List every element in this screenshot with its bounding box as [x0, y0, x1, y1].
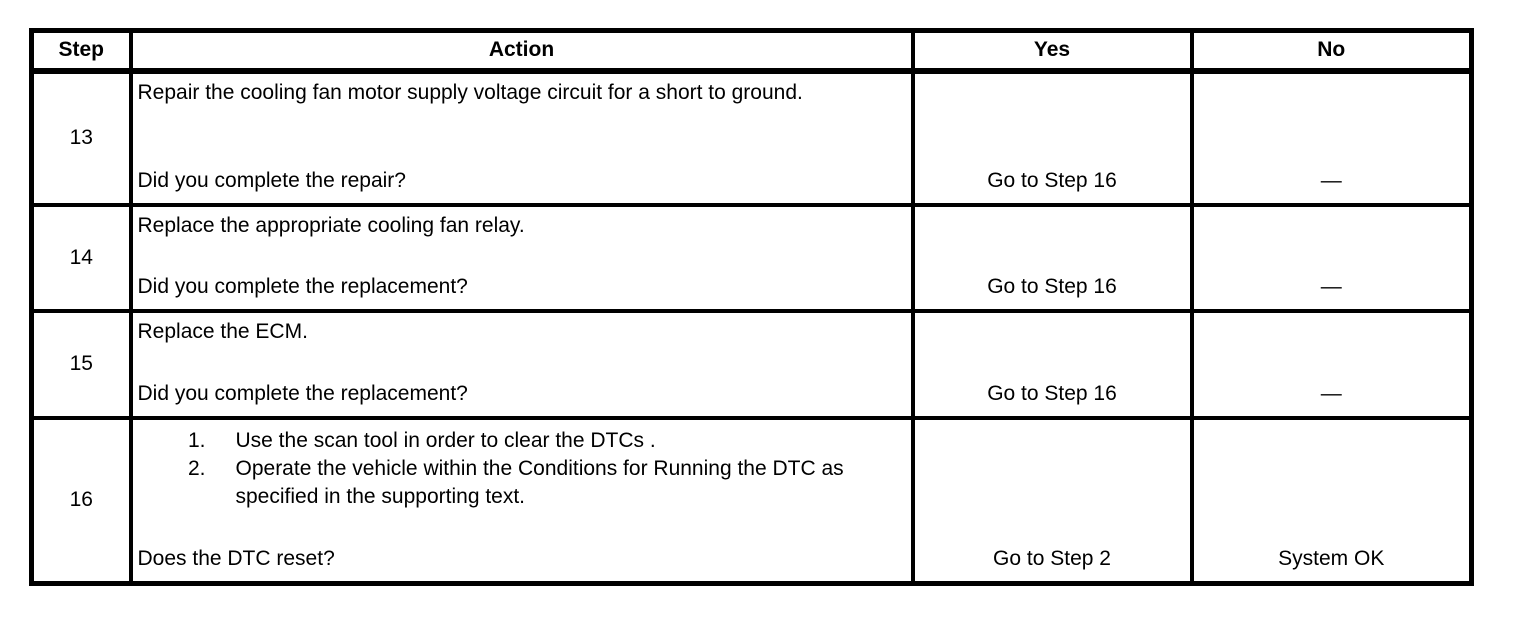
yes-cell: Go to Step 2 — [910, 415, 1194, 585]
list-item: 2. Operate the vehicle within the Condit… — [138, 455, 903, 511]
column-header-yes: Yes — [910, 28, 1194, 74]
table-row-step-13: 13 Repair the cooling fan motor supply v… — [29, 68, 1474, 207]
action-question: Did you complete the replacement? — [137, 381, 468, 405]
action-question: Did you complete the replacement? — [137, 274, 468, 298]
yes-value: Go to Step 16 — [987, 381, 1117, 405]
step-number-cell: 16 — [29, 415, 133, 585]
column-header-action: Action — [128, 28, 915, 74]
no-value: — — [1320, 168, 1342, 192]
list-item: 1. Use the scan tool in order to clear t… — [138, 427, 903, 455]
list-text: Operate the vehicle within the Condition… — [235, 456, 844, 508]
list-number: 2. — [187, 456, 206, 480]
yes-value: Go to Step 16 — [987, 274, 1117, 298]
action-cell: Replace the appropriate cooling fan rela… — [128, 202, 915, 313]
action-instruction: Replace the appropriate cooling fan rela… — [137, 213, 525, 237]
table-row-step-14: 14 Replace the appropriate cooling fan r… — [29, 202, 1474, 313]
action-question: Did you complete the repair? — [137, 168, 406, 192]
yes-value: Go to Step 16 — [987, 168, 1117, 192]
table-row-step-16: 16 1. Use the scan tool in order to clea… — [29, 415, 1474, 585]
no-value: System OK — [1278, 546, 1385, 570]
yes-cell: Go to Step 16 — [910, 308, 1194, 420]
action-cell: Replace the ECM. Did you complete the re… — [128, 308, 915, 420]
action-cell: Repair the cooling fan motor supply volt… — [128, 68, 915, 207]
list-number: 1. — [187, 428, 206, 452]
yes-cell: Go to Step 16 — [910, 202, 1194, 313]
action-question: Does the DTC reset? — [137, 546, 335, 570]
no-cell: — — [1189, 68, 1474, 207]
yes-value: Go to Step 2 — [993, 546, 1111, 570]
list-text: Use the scan tool in order to clear the … — [235, 428, 656, 452]
step-number-cell: 14 — [29, 202, 133, 313]
no-value: — — [1320, 274, 1342, 298]
header-row: Step Action Yes No — [29, 28, 1474, 74]
step-number-cell: 15 — [29, 308, 133, 420]
column-header-no: No — [1189, 28, 1474, 74]
action-numbered-list: 1. Use the scan tool in order to clear t… — [138, 425, 903, 511]
no-value: — — [1320, 381, 1342, 405]
table-row-step-15: 15 Replace the ECM. Did you complete the… — [29, 308, 1474, 420]
yes-cell: Go to Step 16 — [910, 68, 1194, 207]
step-number-cell: 13 — [29, 68, 133, 207]
no-cell: System OK — [1189, 415, 1474, 585]
action-instruction: Replace the ECM. — [137, 319, 308, 343]
no-cell: — — [1189, 202, 1474, 313]
action-instruction: Repair the cooling fan motor supply volt… — [137, 80, 803, 104]
diagnostic-table: Step Action Yes No 13 Repair the cooling… — [29, 28, 1474, 586]
column-header-step: Step — [29, 28, 133, 74]
action-cell: 1. Use the scan tool in order to clear t… — [128, 415, 915, 585]
no-cell: — — [1189, 308, 1474, 420]
